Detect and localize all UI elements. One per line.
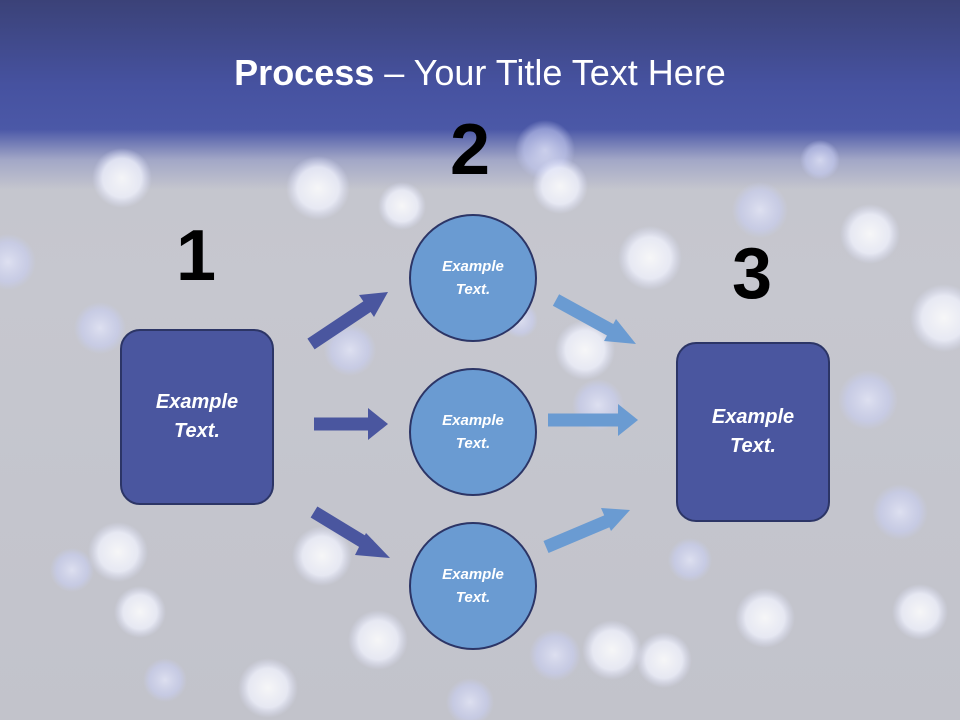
left-box-line2: Text. — [174, 420, 220, 442]
circle-middle-line2: Text. — [455, 435, 491, 452]
arrow-left-to-middle — [314, 408, 388, 440]
circle-bottom-line2: Text. — [455, 589, 491, 606]
circle-bottom-line1: Example — [442, 566, 504, 583]
arrow-top-to-right — [552, 294, 636, 344]
title-bold: Process — [234, 52, 375, 93]
bokeh-dots — [0, 120, 960, 720]
right-box-line1: Example — [711, 406, 795, 428]
header-band — [0, 0, 960, 190]
slide-title: Process – Your Title Text Here — [0, 52, 960, 94]
circle-middle: Example Text. — [409, 368, 537, 496]
arrow-left-to-bottom — [310, 506, 390, 558]
circle-top-line2: Text. — [455, 281, 491, 298]
step-number-2: 2 — [450, 110, 491, 190]
step-number-1: 1 — [176, 216, 217, 296]
step-number-3: 3 — [732, 234, 773, 314]
circle-bottom: Example Text. — [409, 522, 537, 650]
left-box: Example Text. — [120, 329, 274, 505]
title-rest: – Your Title Text Here — [374, 52, 726, 93]
arrow-left-to-top — [307, 292, 388, 350]
circle-top: Example Text. — [409, 214, 537, 342]
circle-top-line1: Example — [442, 258, 504, 275]
right-box: Example Text. — [676, 342, 830, 522]
left-box-line1: Example — [155, 391, 239, 413]
arrow-bottom-to-right — [543, 508, 630, 553]
arrow-middle-to-right — [548, 404, 638, 436]
right-box-line2: Text. — [730, 435, 776, 457]
circle-middle-line1: Example — [442, 412, 504, 429]
